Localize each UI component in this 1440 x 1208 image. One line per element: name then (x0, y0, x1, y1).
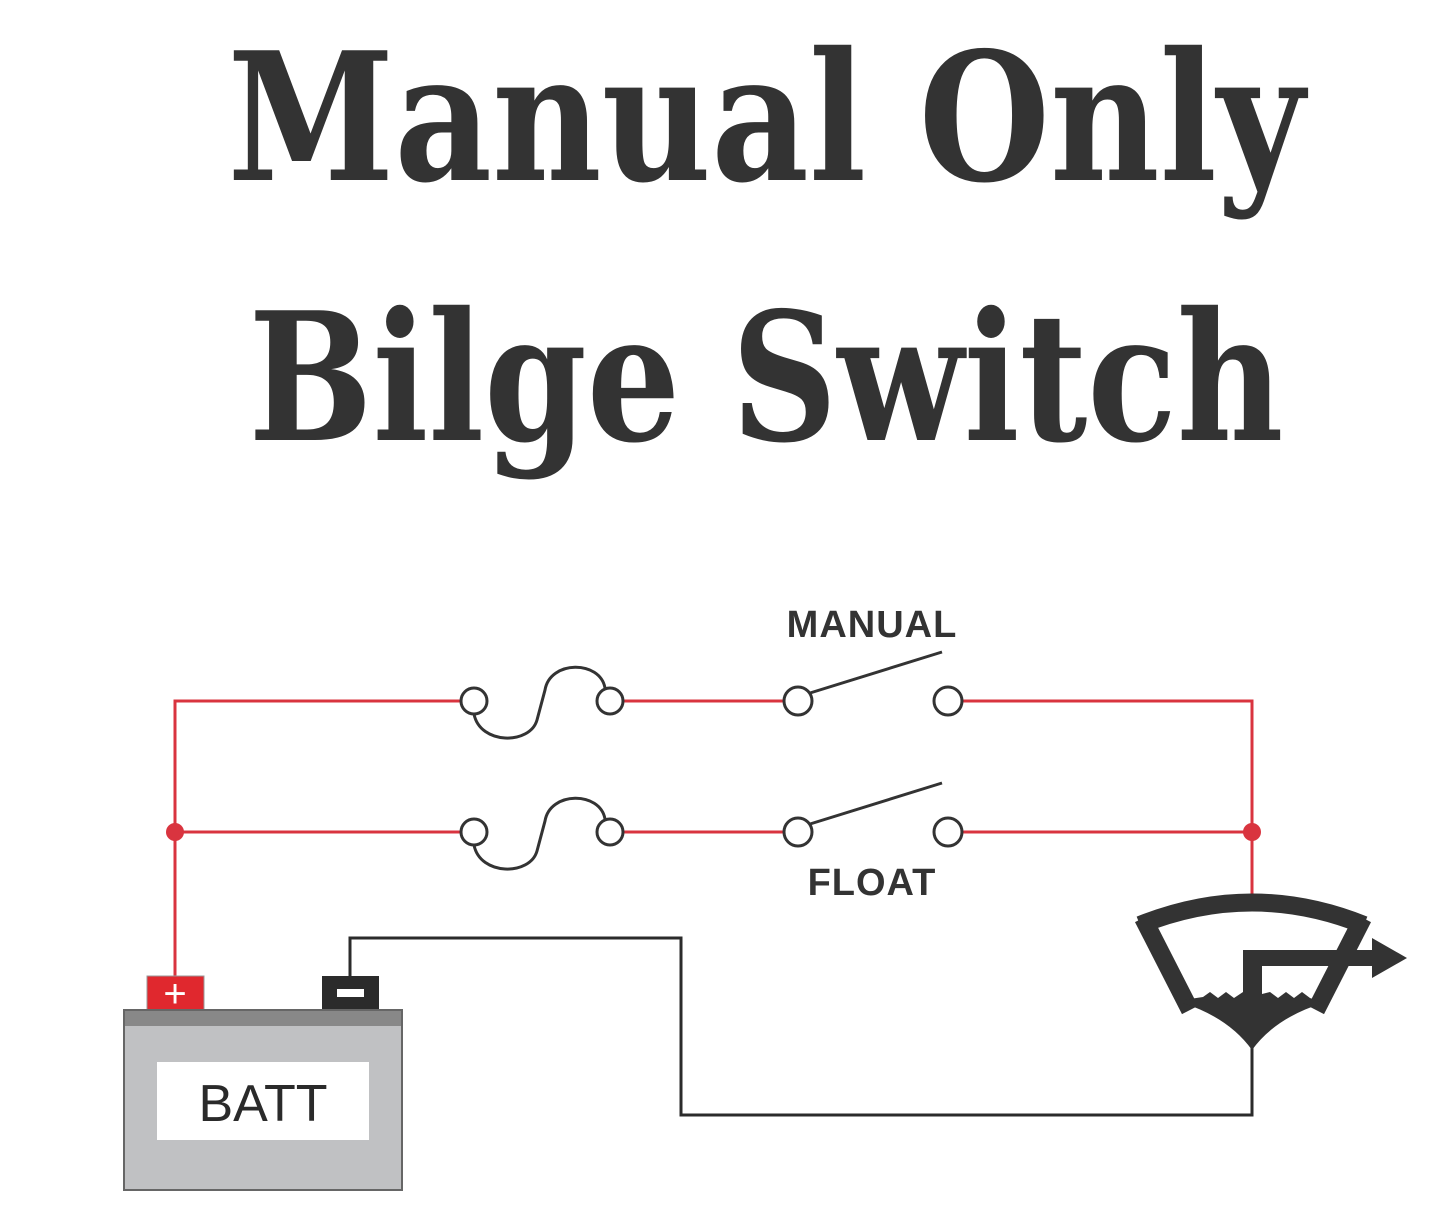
title-line-2: Bilge Switch (249, 273, 1284, 482)
battery-label: BATT (198, 1075, 327, 1133)
fuse-manual (459, 665, 625, 740)
negative-sign (337, 989, 364, 997)
junction-dot-right (1243, 823, 1261, 841)
positive-terminal (146, 975, 205, 1013)
fuse-float (459, 796, 625, 871)
switch-manual (782, 650, 964, 717)
negative-wire (348, 936, 1254, 1117)
float-label: FLOAT (808, 862, 937, 904)
manual-label: MANUAL (787, 604, 958, 646)
bilge-pump-icon (1134, 893, 1407, 1050)
battery: + BATT (123, 972, 403, 1191)
positive-wiring (173, 699, 1254, 978)
title-line-1: Manual Only (228, 13, 1309, 222)
positive-sign: + (163, 972, 186, 1016)
junction-dot-left (166, 823, 184, 841)
switch-float (782, 781, 964, 848)
